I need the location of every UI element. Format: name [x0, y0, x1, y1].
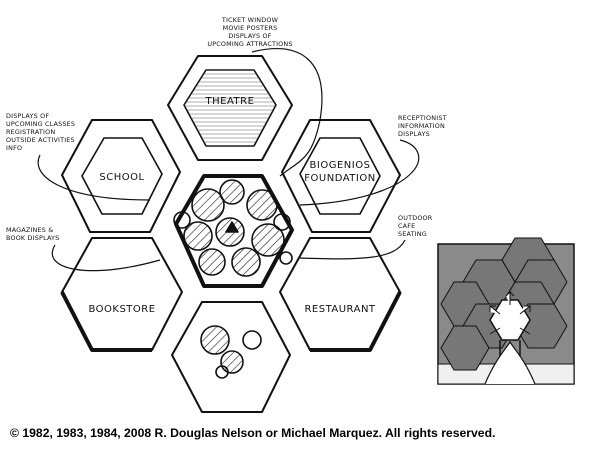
- central-courtyard: [173, 174, 294, 288]
- room-label-restaurant: RESTAURANT: [304, 304, 375, 315]
- svg-text:CAFE: CAFE: [398, 222, 415, 230]
- biogenios-room: [281, 119, 401, 233]
- room-label-theatre: THEATRE: [205, 96, 255, 107]
- note-ticket-window: TICKET WINDOW MOVIE POSTERS DISPLAYS OF …: [207, 16, 292, 48]
- svg-text:UPCOMING CLASSES: UPCOMING CLASSES: [6, 120, 75, 128]
- svg-text:INFORMATION: INFORMATION: [398, 122, 445, 130]
- svg-text:DISPLAYS: DISPLAYS: [398, 130, 430, 138]
- svg-text:UPCOMING ATTRACTIONS: UPCOMING ATTRACTIONS: [207, 40, 292, 48]
- room-label-biogenios: BIOGENIOS: [310, 160, 371, 171]
- room-label-school: SCHOOL: [99, 172, 144, 183]
- svg-text:INFO: INFO: [6, 144, 22, 152]
- note-receptionist: RECEPTIONIST INFORMATION DISPLAYS: [398, 114, 447, 138]
- south-courtyard: [171, 301, 291, 413]
- svg-text:MAGAZINES &: MAGAZINES &: [6, 226, 53, 234]
- inset-diagram: [437, 237, 575, 385]
- copyright-notice: © 1982, 1983, 1984, 2008 R. Douglas Nels…: [10, 426, 496, 440]
- school-room: [61, 119, 181, 233]
- theatre-room: [167, 55, 293, 161]
- restaurant-room: [279, 237, 402, 352]
- svg-text:MOVIE POSTERS: MOVIE POSTERS: [223, 24, 278, 32]
- annotation-arrows: [37, 48, 420, 272]
- south-trees: [200, 325, 262, 379]
- note-magazines: MAGAZINES & BOOK DISPLAYS: [6, 226, 59, 242]
- svg-text:TICKET WINDOW: TICKET WINDOW: [221, 16, 279, 24]
- main-plan: [60, 55, 402, 413]
- svg-text:OUTSIDE ACTIVITIES: OUTSIDE ACTIVITIES: [6, 136, 75, 144]
- svg-text:DISPLAYS OF: DISPLAYS OF: [6, 112, 49, 120]
- svg-text:BOOK DISPLAYS: BOOK DISPLAYS: [6, 234, 59, 242]
- svg-text:DISPLAYS OF: DISPLAYS OF: [228, 32, 271, 40]
- note-upcoming-classes: DISPLAYS OF UPCOMING CLASSES REGISTRATIO…: [6, 112, 75, 152]
- room-label-bookstore: BOOKSTORE: [88, 304, 155, 315]
- note-outdoor-cafe: OUTDOOR CAFE SEATING: [398, 214, 433, 238]
- room-label-foundation: FOUNDATION: [304, 173, 375, 184]
- bookstore-room: [60, 237, 183, 352]
- svg-text:OUTDOOR: OUTDOOR: [398, 214, 433, 222]
- svg-text:REGISTRATION: REGISTRATION: [6, 128, 55, 136]
- svg-text:SEATING: SEATING: [398, 230, 427, 238]
- svg-text:RECEPTIONIST: RECEPTIONIST: [398, 114, 447, 122]
